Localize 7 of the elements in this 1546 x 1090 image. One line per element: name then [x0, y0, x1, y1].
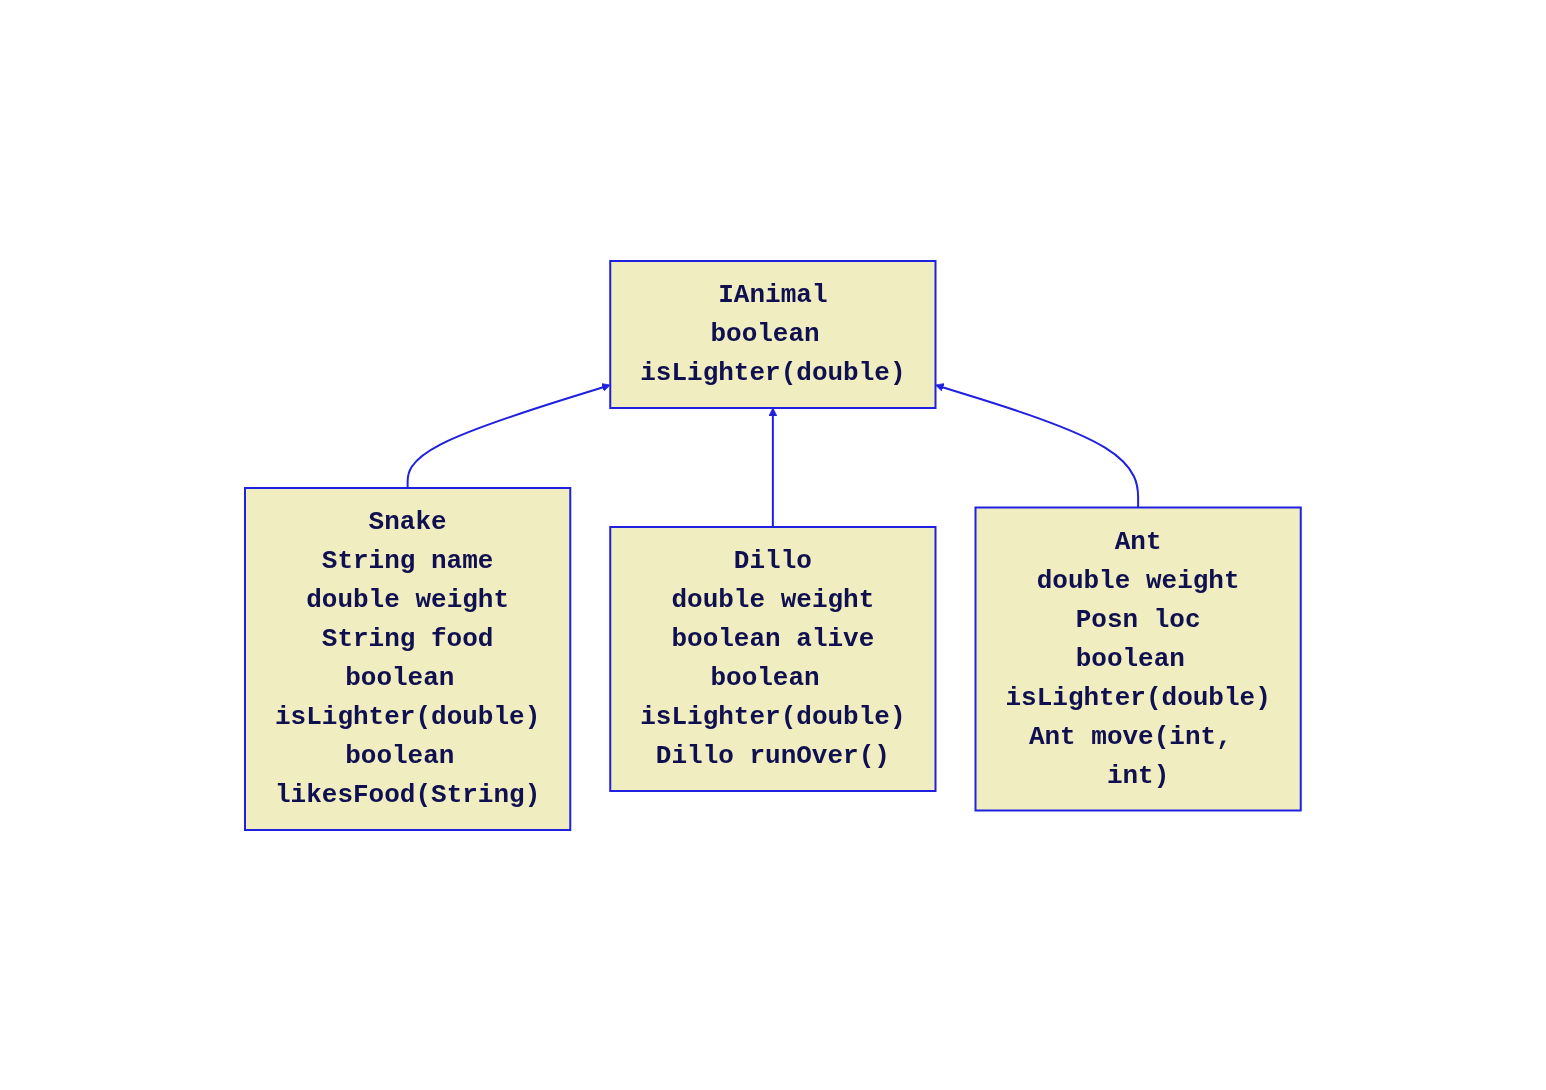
node-box: Ant double weight Posn loc boolean isLighter(double) Ant move(int, int): [974, 506, 1302, 811]
node-box: Snake String name double weight String food boolean isLighter(double) boolean likesFood(String): [244, 486, 572, 831]
node-box: Dillo double weight boolean alive boolean isLighter(double) Dillo runOver(): [609, 525, 937, 792]
node-box: IAnimal boolean isLighter(double): [609, 259, 937, 409]
arrow: [768, 407, 778, 528]
arrow: [406, 382, 611, 489]
arrow: [935, 382, 1140, 508]
